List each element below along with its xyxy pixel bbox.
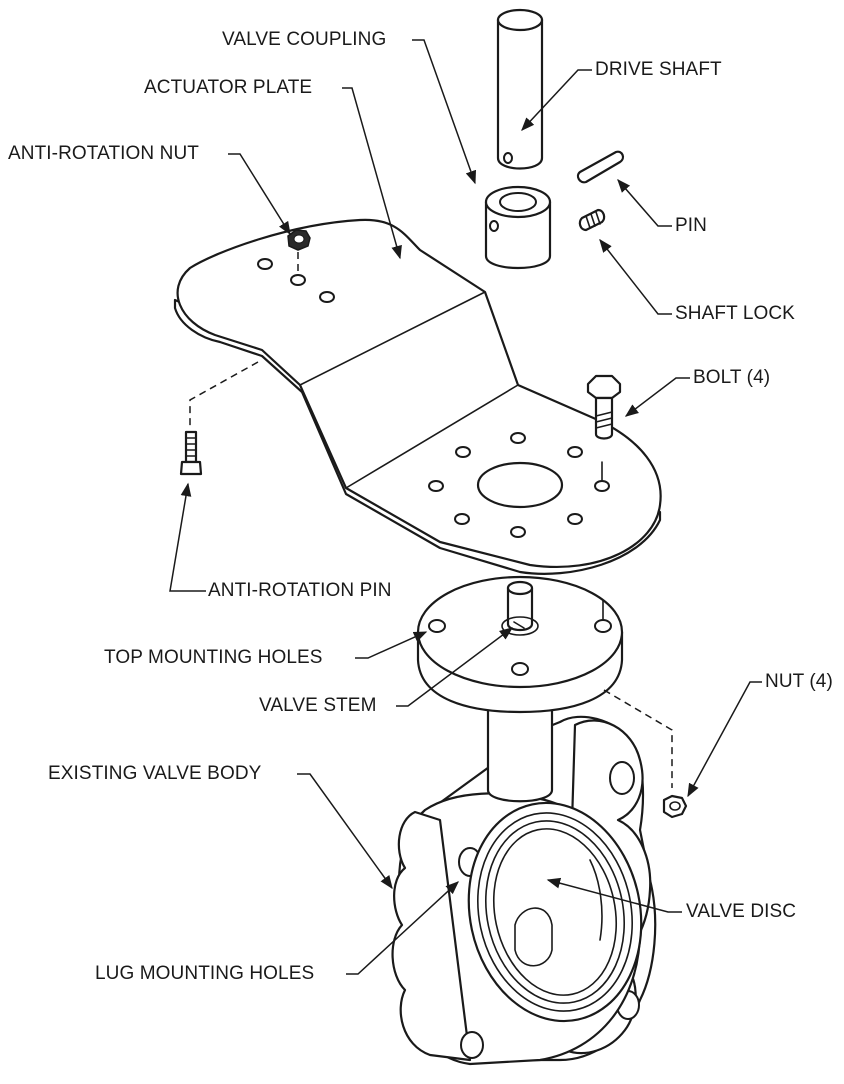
label-top-mounting-holes: TOP MOUNTING HOLES xyxy=(104,647,323,668)
label-bolt: BOLT (4) xyxy=(693,367,771,388)
label-lug-mounting-holes: LUG MOUNTING HOLES xyxy=(95,963,315,984)
valve-stem xyxy=(501,580,539,636)
label-valve-coupling: VALVE COUPLING xyxy=(222,29,387,50)
leader-lines xyxy=(169,39,762,975)
valve-neck xyxy=(486,688,554,803)
label-valve-disc: VALVE DISC xyxy=(686,901,797,922)
label-valve-stem: VALVE STEM xyxy=(259,695,377,716)
label-pin: PIN xyxy=(675,215,707,236)
pin xyxy=(576,150,625,184)
bolt xyxy=(586,374,622,440)
drive-shaft xyxy=(496,8,544,170)
actuator-plate xyxy=(173,218,662,575)
label-nut: NUT (4) xyxy=(765,671,833,692)
shaft-lock xyxy=(578,208,606,232)
valve-body xyxy=(391,715,657,1066)
label-existing-valve-body: EXISTING VALVE BODY xyxy=(48,763,262,784)
nut xyxy=(603,689,688,819)
label-drive-shaft: DRIVE SHAFT xyxy=(595,59,722,80)
label-actuator-plate: ACTUATOR PLATE xyxy=(144,77,313,98)
valve-coupling xyxy=(484,185,552,270)
label-anti-rotation-nut: ANTI-ROTATION NUT xyxy=(8,143,199,164)
label-shaft-lock: SHAFT LOCK xyxy=(675,303,795,324)
label-anti-rotation-pin: ANTI-ROTATION PIN xyxy=(208,580,392,601)
anti-rotation-nut xyxy=(287,229,311,272)
anti-rotation-pin xyxy=(179,361,259,476)
